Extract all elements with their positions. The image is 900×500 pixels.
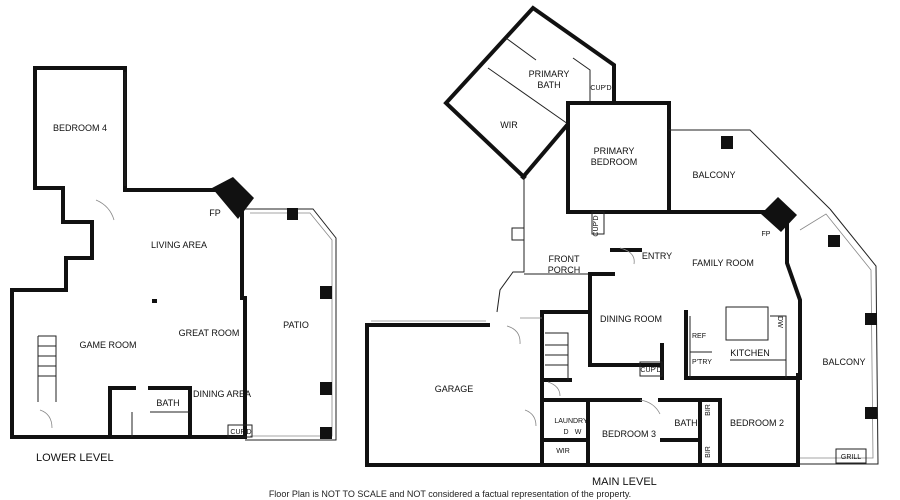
label-great-room: GREAT ROOM	[179, 328, 240, 338]
label-lower-fp: FP	[209, 208, 221, 218]
label-primary-bath-line1: PRIMARY	[529, 69, 570, 79]
main-fireplace	[761, 197, 797, 232]
main-stairs	[545, 332, 569, 380]
label-cupd-dining: CUP'D	[640, 367, 661, 374]
label-balcony-right: BALCONY	[822, 357, 865, 367]
label-bir-1: BIR	[705, 404, 712, 416]
label-wir-bottom: WIR	[556, 448, 570, 455]
label-lower-cupd: CUP'D	[230, 429, 251, 436]
balcony-right-outline	[800, 208, 879, 465]
label-family-room: FAMILY ROOM	[692, 258, 754, 268]
label-bir-2: BIR	[705, 446, 712, 458]
label-entry: ENTRY	[642, 251, 672, 261]
label-front-porch-line1: FRONT	[549, 254, 580, 264]
lower-level-plan	[10, 66, 337, 441]
label-grill: GRILL	[841, 454, 861, 461]
label-lower-bath: BATH	[156, 398, 179, 408]
label-main-fp: FP	[762, 231, 771, 238]
primary-suite-walls	[443, 5, 616, 180]
kitchen-island	[725, 306, 769, 341]
primary-bedroom-walls	[566, 101, 671, 214]
front-porch-outline	[496, 177, 590, 313]
label-ref: REF	[692, 333, 706, 340]
lower-fireplace	[212, 177, 254, 219]
label-game-room: GAME ROOM	[79, 340, 136, 350]
label-main-bath: BATH	[674, 418, 697, 428]
label-bedroom-4: BEDROOM 4	[53, 123, 107, 133]
lower-level-title: LOWER LEVEL	[36, 452, 114, 464]
balcony-top-outline	[669, 129, 831, 210]
lower-bath-walls	[108, 386, 192, 439]
label-bedroom-2: BEDROOM 2	[730, 418, 784, 428]
label-laundry: LAUNDRY	[554, 418, 588, 425]
label-cupd-entry: CUP'D	[593, 215, 600, 236]
lower-stairs	[37, 335, 57, 402]
label-primary-bedroom-line1: PRIMARY	[594, 146, 635, 156]
label-garage: GARAGE	[435, 384, 474, 394]
label-dining-room: DINING ROOM	[600, 314, 662, 324]
label-dining-area: DINING AREA	[193, 389, 251, 399]
label-balcony-top: BALCONY	[692, 170, 735, 180]
label-bedroom-3: BEDROOM 3	[602, 429, 656, 439]
label-primary-bedroom-line2: BEDROOM	[591, 157, 638, 167]
label-wir-top: WIR	[500, 120, 518, 130]
label-patio: PATIO	[283, 320, 309, 330]
label-pantry: P'TRY	[692, 359, 712, 366]
disclaimer: Floor Plan is NOT TO SCALE and NOT consi…	[268, 489, 632, 499]
main-level-title: MAIN LEVEL	[592, 476, 657, 488]
label-cupd-top: CUP'D	[590, 85, 611, 92]
label-dw: DW	[776, 316, 783, 328]
label-front-porch-line2: PORCH	[548, 265, 581, 275]
label-living-area: LIVING AREA	[151, 240, 207, 250]
lower-walls	[10, 66, 247, 439]
main-level-plan	[365, 5, 879, 467]
label-washer: W	[575, 429, 582, 436]
garage-walls	[365, 323, 544, 467]
label-primary-bath-line2: BATH	[537, 80, 560, 90]
label-dryer: D	[563, 429, 568, 436]
label-kitchen: KITCHEN	[730, 348, 770, 358]
